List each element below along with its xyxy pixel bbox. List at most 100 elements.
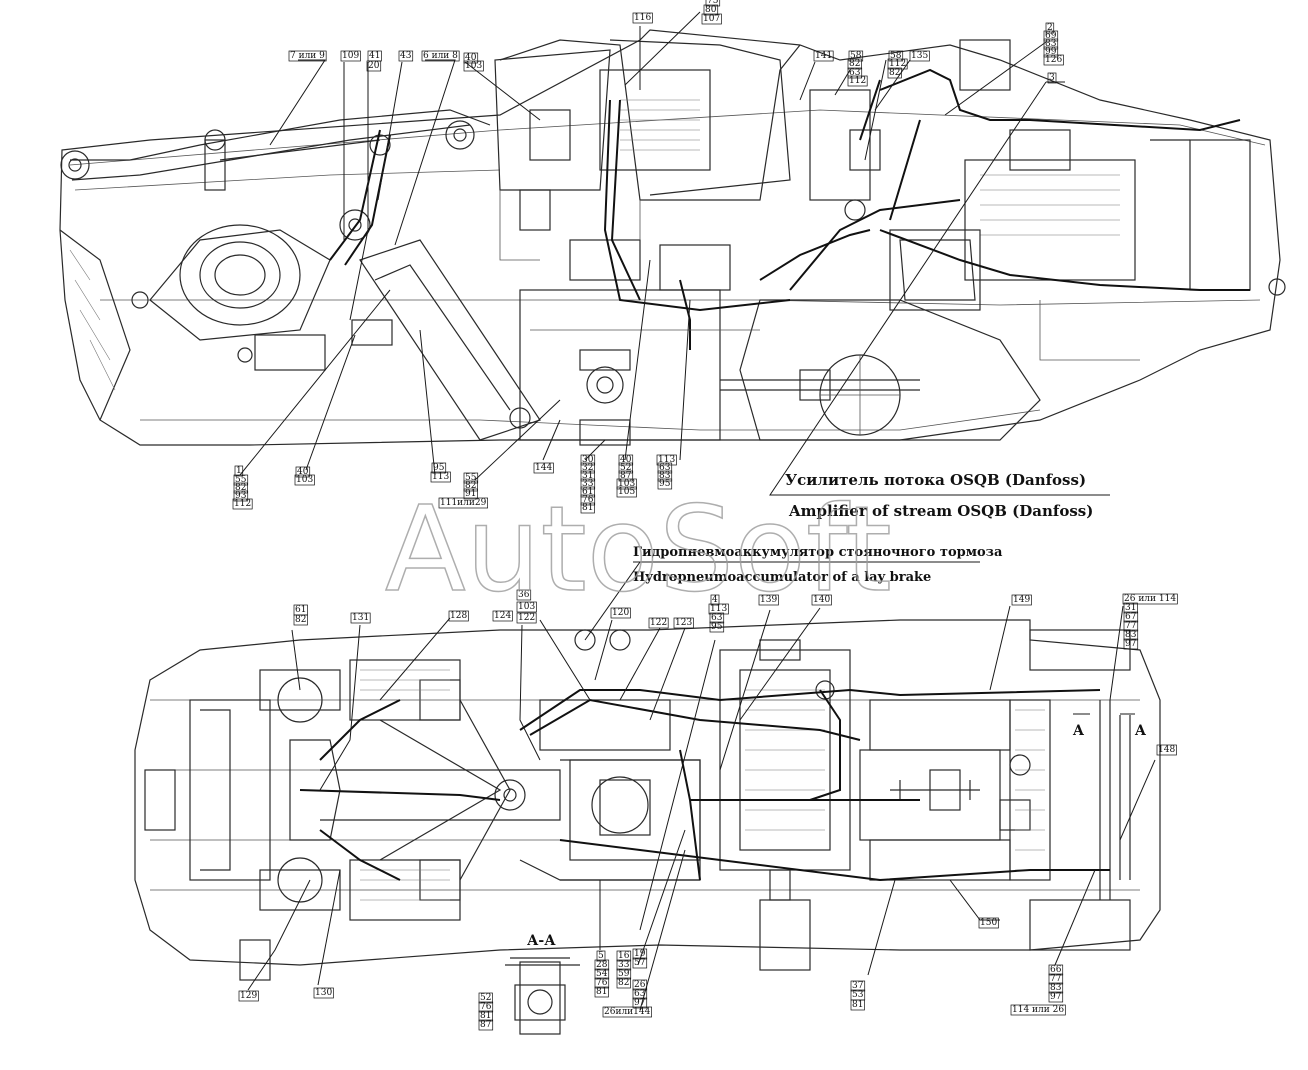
label-80: 80	[705, 5, 717, 15]
label-103-bottom: 103	[296, 475, 313, 485]
label-113-c: 113	[658, 455, 675, 465]
label-63-c: 63	[659, 463, 671, 473]
number-frame	[594, 977, 610, 989]
number-frame	[463, 472, 479, 484]
label-107: 107	[703, 14, 720, 24]
label-53: 53	[852, 990, 864, 1000]
number-frame	[233, 482, 248, 494]
number-frame	[1122, 593, 1178, 605]
label-99: 99	[1045, 47, 1057, 57]
label-122-b: 122	[650, 618, 667, 628]
label-aa-52: 52	[480, 993, 491, 1003]
label-124: 124	[494, 611, 511, 621]
number-frame	[703, 4, 719, 16]
number-frame	[632, 997, 648, 1009]
number-frame	[847, 75, 868, 87]
label-82: 82	[235, 483, 246, 493]
number-frame	[1123, 620, 1139, 632]
number-frame	[295, 466, 311, 478]
label-82-bottom: 82	[295, 615, 306, 625]
label-82-b4: 82	[465, 481, 476, 491]
label-82-b: 82	[889, 68, 900, 78]
label-41: 41	[369, 51, 380, 61]
number-frame	[632, 988, 648, 1000]
label-83-bottom: 83	[1125, 630, 1137, 640]
section-marker-a-right: A	[1134, 723, 1147, 739]
label-93: 93	[235, 491, 247, 501]
number-frame	[701, 13, 722, 25]
accumulator-caption-ru: Гидропневмоаккумулятор стояночного тормо…	[633, 545, 1003, 560]
number-frame	[234, 465, 244, 477]
number-frame	[366, 60, 382, 72]
label-61: 61	[582, 487, 593, 497]
label-103: 103	[465, 61, 482, 71]
label-52: 52	[620, 463, 631, 473]
label-81-b: 81	[852, 1000, 863, 1010]
number-frame	[232, 498, 253, 510]
label-77-b: 77	[1050, 974, 1062, 984]
number-frame	[632, 948, 648, 960]
label-97-b: 97	[1050, 992, 1062, 1002]
number-frame	[463, 60, 484, 72]
label-103-bottom-view: 103	[518, 602, 535, 612]
number-frame	[616, 950, 632, 962]
number-frame	[448, 610, 469, 622]
label-83-c: 83	[659, 471, 671, 481]
label-112: 112	[234, 499, 251, 509]
label-aa-28: 28	[596, 960, 608, 970]
number-frame	[632, 12, 653, 24]
label-40-bottom: 40	[297, 467, 309, 477]
label-83-b: 83	[1050, 983, 1062, 993]
number-frame	[850, 980, 866, 992]
label-66: 66	[1050, 965, 1062, 975]
label-3: 3	[1049, 73, 1055, 83]
number-frame	[847, 58, 862, 70]
number-frame	[463, 52, 479, 64]
number-frame	[673, 617, 694, 629]
number-frame	[648, 617, 669, 629]
number-frame	[909, 50, 930, 62]
label-aa-63: 63	[634, 989, 646, 999]
label-76: 76	[582, 495, 594, 505]
number-frame	[978, 917, 999, 929]
number-frame	[594, 986, 609, 998]
label-63-bottom: 63	[711, 613, 723, 623]
label-131: 131	[352, 613, 369, 623]
number-frame	[1123, 602, 1138, 614]
label-7-or-9: 7 или 9	[290, 51, 325, 61]
label-2: 2	[1047, 23, 1053, 33]
number-frame	[705, 0, 721, 7]
label-116: 116	[634, 13, 651, 23]
label-109: 109	[342, 51, 359, 61]
label-aa-19: 19	[634, 949, 646, 959]
label-144: 144	[535, 463, 552, 473]
number-frame	[288, 50, 327, 62]
number-frame	[1043, 54, 1064, 66]
number-frame	[580, 454, 596, 466]
number-frame	[618, 470, 634, 482]
label-aa-76b: 76	[480, 1002, 492, 1012]
number-frame	[233, 474, 249, 486]
label-31: 31	[582, 471, 593, 481]
number-frame	[616, 486, 637, 498]
label-95-c: 95	[659, 479, 671, 489]
label-122-a: 122	[518, 613, 535, 623]
label-69: 69	[1045, 31, 1057, 41]
label-aa-54: 54	[596, 969, 608, 979]
label-aa-81: 81	[596, 987, 607, 997]
number-frame	[478, 992, 493, 1004]
accumulator-caption-en: Hydropneumoaccumulator of a lay brake	[633, 570, 931, 585]
number-frame	[533, 462, 554, 474]
label-139: 139	[760, 595, 777, 605]
number-frame	[1043, 30, 1059, 42]
label-aa-26-or-144: 26или144	[604, 1007, 651, 1017]
number-frame	[516, 589, 532, 601]
label-82-a: 82	[849, 59, 860, 69]
number-frame	[657, 470, 673, 482]
label-20: 20	[368, 61, 380, 71]
label-aa-5: 5	[598, 951, 604, 961]
number-frame	[618, 454, 634, 466]
label-140: 140	[813, 595, 830, 605]
